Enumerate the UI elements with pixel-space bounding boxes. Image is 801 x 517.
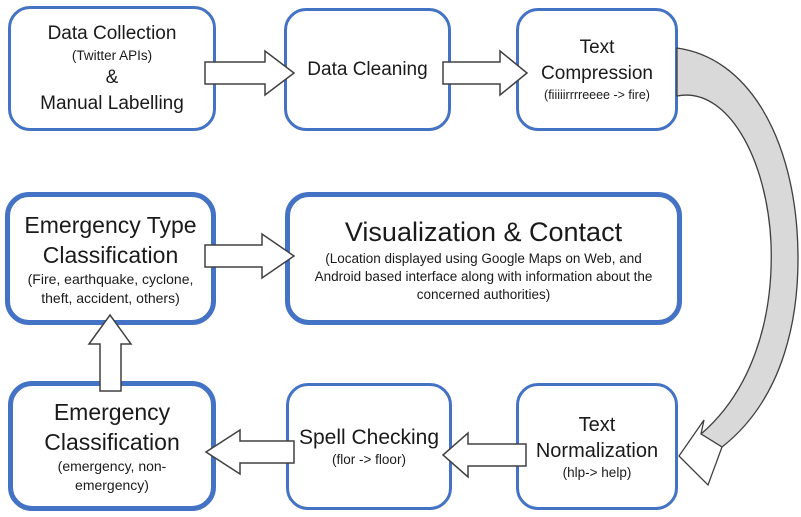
node-title: Data Cleaning	[307, 58, 428, 80]
node-subtitle: (hlp-> help)	[562, 464, 632, 480]
curved-arrow-head	[678, 419, 723, 487]
node-title-line2: Normalization	[535, 439, 659, 462]
node-text-normalization: Text Normalization (hlp-> help)	[516, 383, 678, 510]
node-visualization-contact: Visualization & Contact (Location displa…	[285, 192, 682, 325]
node-title-line2: Classification	[42, 241, 179, 268]
arrow-collection-to-cleaning-icon	[204, 49, 296, 97]
node-title-line1: Text	[578, 413, 616, 436]
node-subtitle-line2: theft, accident, others)	[41, 289, 180, 306]
node-data-collection: Data Collection (Twitter APIs) & Manual …	[8, 6, 216, 131]
node-data-cleaning: Data Cleaning	[284, 8, 451, 131]
node-spell-checking: Spell Checking (flor -> floor)	[286, 383, 452, 510]
node-subtitle-line1: (Fire, earthquake, cyclone,	[27, 270, 194, 287]
arrow-normalization-to-spellcheck-icon	[441, 431, 527, 479]
node-subtitle: (flor -> floor)	[332, 452, 406, 467]
node-title: Spell Checking	[298, 426, 440, 449]
node-title-amp: &	[105, 66, 119, 88]
node-subtitle-line2: Android based interface along with infor…	[314, 268, 653, 284]
arrow-cleaning-to-compression-icon	[442, 49, 529, 97]
node-subtitle: (fiiiiirrrreeee -> fire)	[544, 88, 650, 102]
node-title: Data Collection	[47, 22, 177, 44]
node-subtitle: (Twitter APIs)	[71, 47, 153, 63]
node-title-line2: Compression	[541, 63, 653, 84]
node-subtitle-line1: (Location displayed using Google Maps on…	[325, 250, 642, 266]
arrow-classification-to-type-icon	[87, 313, 133, 392]
node-text-compression: Text Compression (fiiiiirrrreeee -> fire…	[516, 8, 678, 131]
arrow-type-to-visualization-icon	[204, 232, 296, 280]
node-title-line1: Emergency	[53, 399, 171, 425]
node-subtitle-line3: concerned authorities)	[416, 286, 551, 302]
curved-arrow-compression-to-normalization-icon	[676, 47, 799, 487]
arrow-spellcheck-to-classification-icon	[204, 428, 295, 476]
node-subtitle-line1: (emergency, non-	[57, 458, 167, 474]
node-subtitle-line2: emergency)	[75, 477, 149, 493]
node-title: Visualization & Contact	[344, 216, 623, 247]
node-emergency-type-classification: Emergency Type Classification (Fire, ear…	[5, 192, 216, 325]
node-title-line1: Text	[579, 37, 615, 58]
node-emergency-classification: Emergency Classification (emergency, non…	[8, 381, 216, 511]
node-title-line2: Manual Labelling	[40, 92, 184, 114]
node-title-line1: Emergency Type	[24, 211, 197, 238]
node-title-line2: Classification	[44, 429, 180, 455]
curved-arrow-band	[676, 47, 799, 448]
